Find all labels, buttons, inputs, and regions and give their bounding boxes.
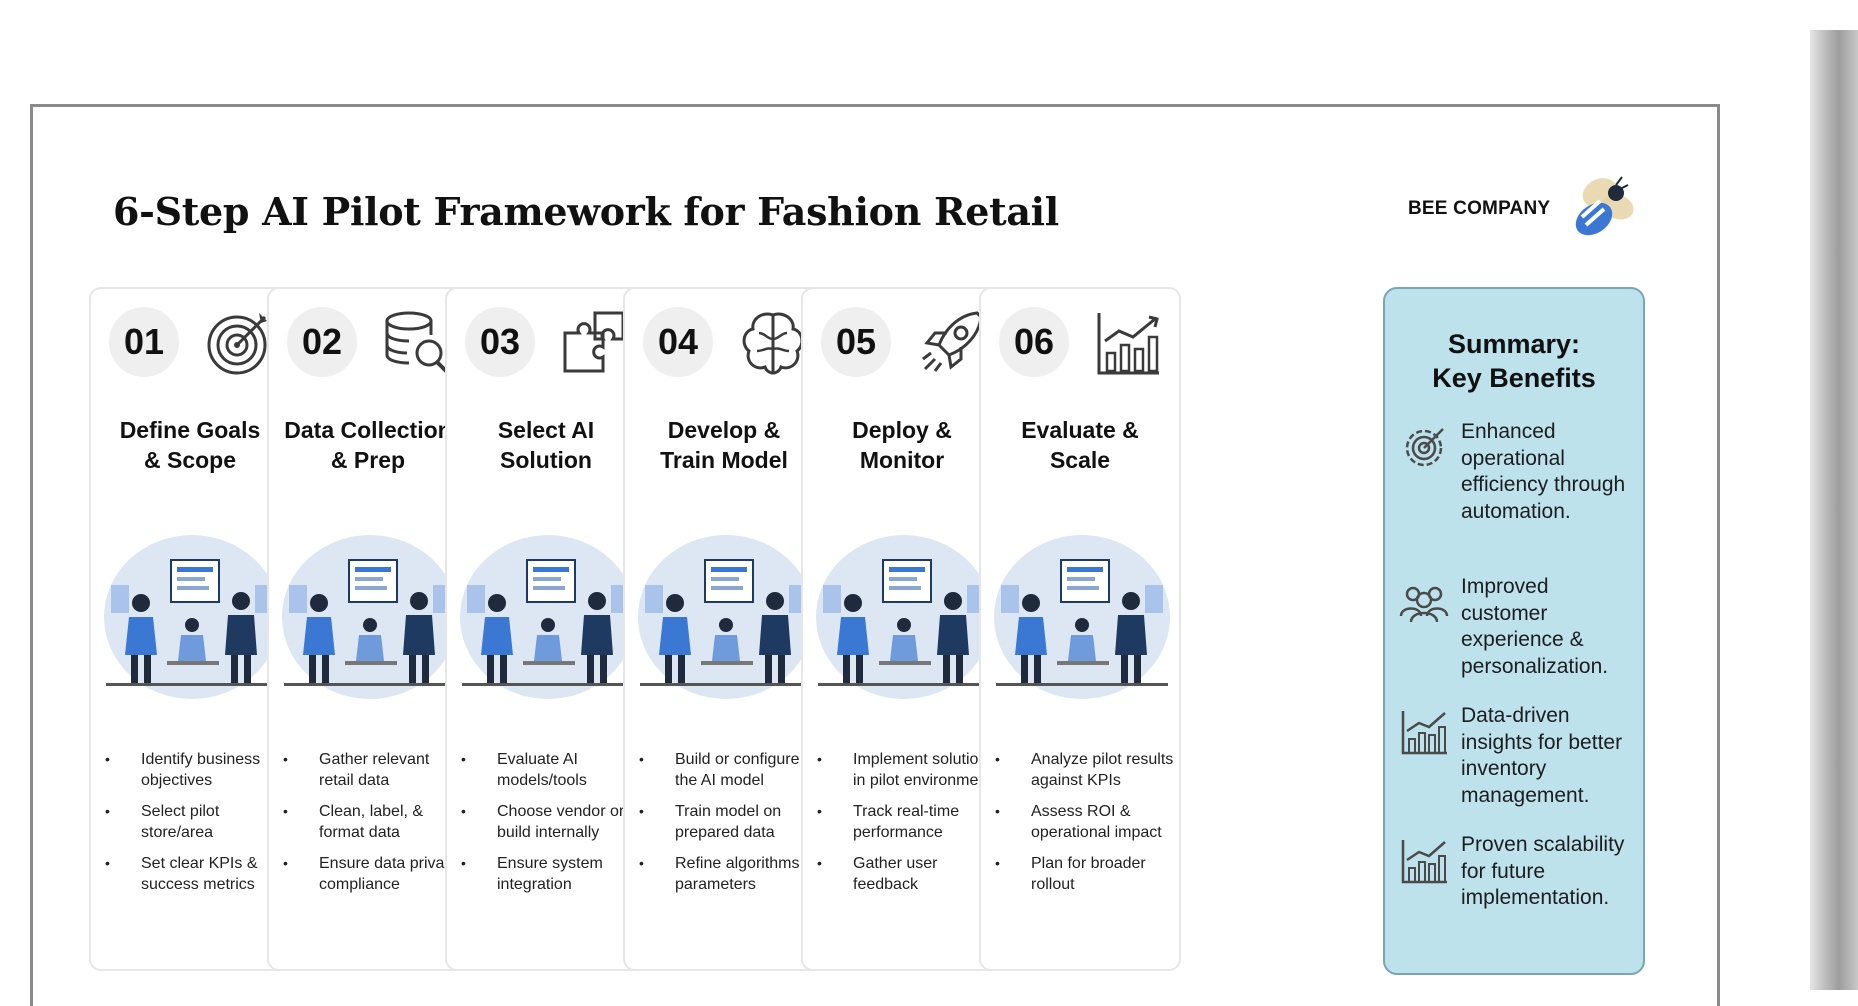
step-title: Define Goals& Scope <box>119 417 261 473</box>
bullet-item: Select pilot store/area <box>101 801 285 843</box>
bullet-item: Ensure system integration <box>457 853 641 895</box>
brand-name: BEE COMPANY <box>1408 198 1551 219</box>
data-prep-illustration <box>281 534 459 700</box>
step-card-05: 05 Deploy &Monitor Implement solution in… <box>801 287 1003 971</box>
step-number: 03 <box>465 307 535 377</box>
slide-title: 6-Step AI Pilot Framework for Fashion Re… <box>113 189 1059 234</box>
step-number: 06 <box>999 307 1069 377</box>
window-scrollbar[interactable] <box>1810 30 1858 990</box>
model-training-illustration <box>637 534 815 700</box>
slide-canvas: 6-Step AI Pilot Framework for Fashion Re… <box>30 104 1720 1006</box>
bullet-item: Assess ROI & operational impact <box>991 801 1175 843</box>
benefit-item: Enhanced operational efficiency through … <box>1397 419 1637 525</box>
puzzle-icon <box>563 311 625 373</box>
bullet-item: Choose vendor or build internally <box>457 801 641 843</box>
store-planning-illustration <box>103 534 281 700</box>
step-number: 01 <box>109 307 179 377</box>
step-card-01: 01 Define Goals& Scope Identify business… <box>89 287 291 971</box>
bar-chart-icon <box>1401 711 1447 755</box>
growth-chart-icon <box>1097 313 1159 375</box>
bullet-item: Refine algorithms & parameters <box>635 853 819 895</box>
deployment-illustration <box>815 534 993 700</box>
evaluation-illustration <box>993 534 1171 700</box>
step-bullets: Gather relevant retail data Clean, label… <box>279 749 463 905</box>
step-title: Deploy &Monitor <box>852 417 952 473</box>
bullet-item: Plan for broader rollout <box>991 853 1175 895</box>
step-bullets: Evaluate AI models/tools Choose vendor o… <box>457 749 641 905</box>
bee-logo-icon <box>1576 176 1634 236</box>
bullet-item: Train model on prepared data <box>635 801 819 843</box>
step-card-02: 02 Data Collection& Prep Gather relevant… <box>267 287 469 971</box>
bullet-item: Set clear KPIs & success metrics <box>101 853 285 895</box>
step-bullets: Implement solution in pilot environment … <box>813 749 997 905</box>
benefit-item: Data-driven insights for better inventor… <box>1397 703 1637 809</box>
step-bullets: Analyze pilot results against KPIs Asses… <box>991 749 1175 905</box>
step-title: Develop &Train Model <box>660 417 788 473</box>
benefit-item: Proven scalability for future implementa… <box>1397 832 1637 912</box>
step-title: Evaluate &Scale <box>1021 417 1139 473</box>
bullet-item: Track real-time performance <box>813 801 997 843</box>
summary-panel: Summary:Key Benefits Enhanced operationa… <box>1383 287 1645 975</box>
target-icon <box>207 313 267 375</box>
bullet-item: Evaluate AI models/tools <box>457 749 641 791</box>
benefit-text: Improved customer experience & personali… <box>1461 575 1609 678</box>
bar-chart-icon <box>1401 840 1447 884</box>
bullet-item: Ensure data privacy compliance <box>279 853 463 895</box>
step-number: 02 <box>287 307 357 377</box>
step-number: 04 <box>643 307 713 377</box>
benefit-text: Data-driven insights for better inventor… <box>1461 704 1623 807</box>
brand: BEE COMPANY <box>1408 167 1640 251</box>
brain-icon <box>742 312 804 375</box>
bullet-item: Clean, label, & format data <box>279 801 463 843</box>
ai-selection-illustration <box>459 534 637 700</box>
benefit-item: Improved customer experience & personali… <box>1397 574 1637 680</box>
bullet-item: Build or configure the AI model <box>635 749 819 791</box>
bullet-item: Implement solution in pilot environment <box>813 749 997 791</box>
bullet-item: Gather user feedback <box>813 853 997 895</box>
benefit-text: Enhanced operational efficiency through … <box>1461 420 1626 523</box>
people-icon <box>1399 586 1449 623</box>
step-bullets: Identify business objectives Select pilo… <box>101 749 285 905</box>
step-card-06: 06 Evaluate &Scale Analyze pilot results… <box>979 287 1181 971</box>
step-title: Data Collection& Prep <box>284 417 452 473</box>
bullet-item: Analyze pilot results against KPIs <box>991 749 1175 791</box>
step-card-04: 04 Develop &Train Model Build or configu… <box>623 287 825 971</box>
bullet-item: Gather relevant retail data <box>279 749 463 791</box>
database-search-icon <box>385 311 449 374</box>
summary-title: Summary:Key Benefits <box>1432 329 1596 393</box>
benefit-text: Proven scalability for future implementa… <box>1461 833 1625 909</box>
rocket-icon <box>922 311 983 372</box>
gear-target-icon <box>1405 428 1444 467</box>
step-bullets: Build or configure the AI model Train mo… <box>635 749 819 905</box>
bullet-item: Identify business objectives <box>101 749 285 791</box>
step-number: 05 <box>821 307 891 377</box>
